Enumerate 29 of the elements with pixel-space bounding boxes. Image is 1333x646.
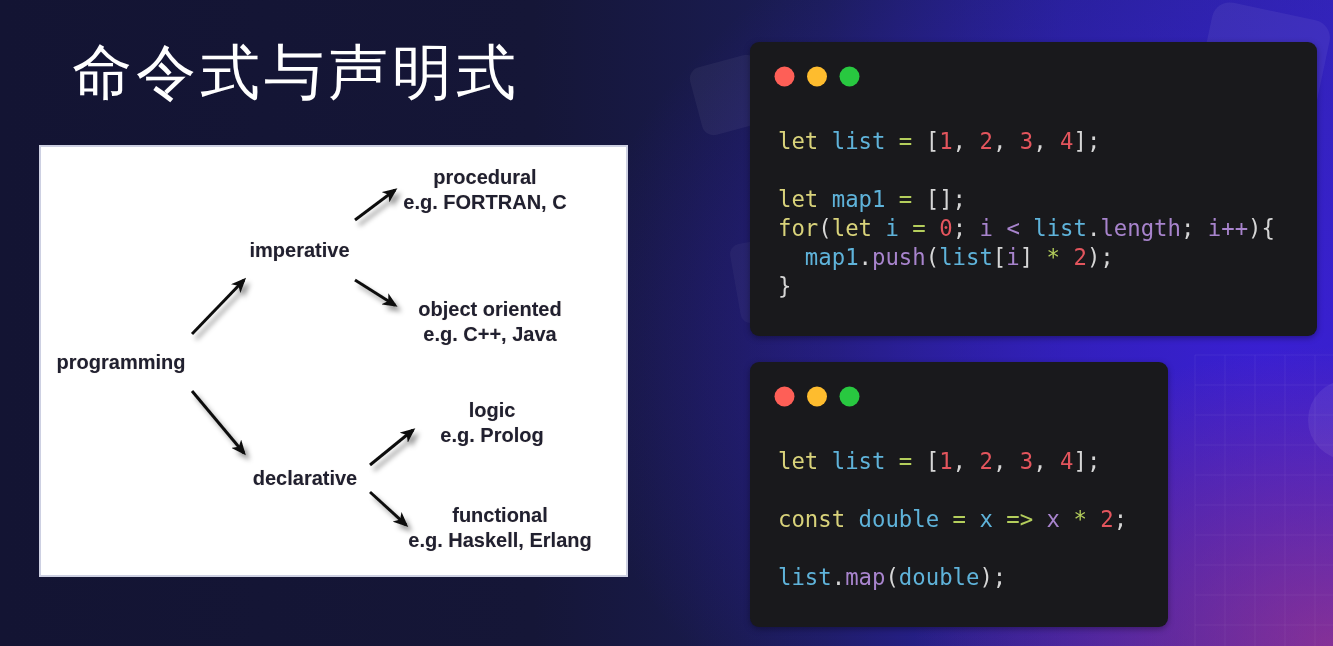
node-label: object oriented	[418, 297, 562, 322]
code-window	[750, 42, 1317, 336]
arrow	[354, 278, 398, 307]
diagram-panel	[39, 145, 628, 577]
code-window	[750, 362, 1168, 627]
code-line: const double = x => x * 2;	[778, 505, 1128, 534]
code-line: let list = [1, 2, 3, 4];	[778, 447, 1101, 476]
code-line: }	[778, 272, 792, 301]
example-text: e.g. Haskell, Erlang	[408, 528, 592, 553]
example-text: e.g. Prolog	[440, 423, 544, 448]
example-text: e.g. FORTRAN, C	[403, 190, 567, 215]
arrow	[190, 390, 246, 456]
arrow	[354, 188, 398, 222]
code-line: for(let i = 0; i < list.length; i++){	[778, 214, 1275, 243]
node-label: procedural	[433, 165, 537, 190]
code-line: let list = [1, 2, 3, 4];	[778, 127, 1101, 156]
slide-title: 命令式与声明式	[72, 38, 520, 106]
node-label: programming	[56, 350, 186, 375]
arrow	[369, 428, 416, 467]
node-label: imperative	[249, 237, 350, 263]
code-line: map1.push(list[i] * 2);	[803, 243, 1114, 272]
code-line: let map1 = [];	[778, 185, 967, 214]
node-label: functional	[452, 503, 548, 528]
example-text: e.g. C++, Java	[423, 322, 557, 347]
arrow	[369, 490, 409, 527]
node-label: logic	[468, 398, 516, 423]
node-label: declarative	[252, 465, 358, 491]
arrow	[190, 277, 247, 336]
code-line: list.map(double);	[778, 563, 1007, 592]
